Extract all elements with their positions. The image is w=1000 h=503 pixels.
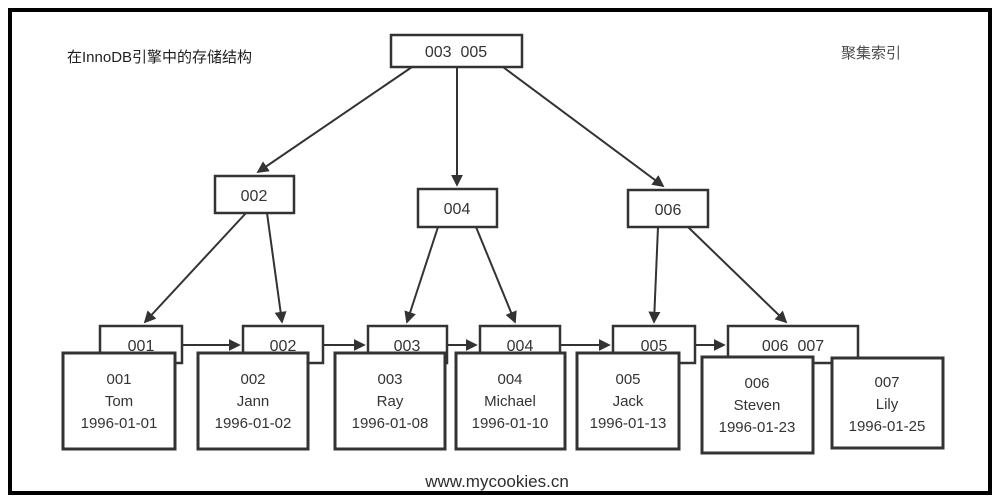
record-name: Ray — [377, 393, 404, 410]
record-date: 1996-01-10 — [472, 415, 549, 432]
internal-node-box — [416, 187, 499, 229]
edge-root-to-006 — [502, 66, 665, 188]
edge-root-to-002 — [256, 66, 413, 174]
record-002: 002 Jann 1996-01-02 — [196, 351, 310, 451]
record-id: 005 — [615, 371, 640, 388]
record-id: 001 — [106, 371, 131, 388]
record-id: 007 — [874, 374, 899, 391]
leaf-node-label: 004 — [507, 338, 534, 355]
record-id: 002 — [240, 371, 265, 388]
edge-006-to-leaf-006-007 — [687, 226, 788, 324]
record-id: 006 — [744, 375, 769, 392]
record-name: Tom — [105, 393, 133, 410]
internal-node-box — [213, 174, 296, 215]
outer-frame — [8, 8, 992, 495]
record-004: 004 Michael 1996-01-10 — [454, 351, 567, 451]
record-date: 1996-01-23 — [719, 419, 796, 436]
edge-002-to-leaf-001 — [143, 212, 247, 324]
record-name: Steven — [734, 397, 781, 414]
record-box — [333, 351, 447, 451]
internal-node-label: 006 — [655, 202, 682, 219]
internal-node-label: 004 — [444, 201, 471, 218]
record-date: 1996-01-01 — [81, 415, 158, 432]
record-box — [454, 351, 567, 451]
edge-004-to-leaf-003 — [404, 226, 439, 324]
edge-002-to-leaf-002 — [266, 212, 287, 324]
record-date: 1996-01-08 — [352, 415, 429, 432]
record-001: 001 Tom 1996-01-01 — [61, 351, 177, 451]
record-name: Jann — [237, 393, 270, 410]
record-date: 1996-01-13 — [590, 415, 667, 432]
record-name: Jack — [613, 393, 644, 410]
internal-node-004: 004 — [416, 187, 499, 229]
internal-node-002: 002 — [213, 174, 296, 215]
edge-004-to-leaf-004 — [475, 226, 517, 324]
record-box — [61, 351, 177, 451]
leaf-node-label: 002 — [270, 338, 297, 355]
record-003: 003 Ray 1996-01-08 — [333, 351, 447, 451]
record-date: 1996-01-25 — [849, 418, 926, 435]
root-node-label: 003 005 — [425, 44, 487, 61]
record-date: 1996-01-02 — [215, 415, 292, 432]
watermark: www.mycookies.cn — [424, 472, 569, 491]
internal-node-label: 002 — [241, 188, 268, 205]
leaf-node-label: 006 007 — [762, 338, 824, 355]
record-name: Lily — [876, 396, 899, 413]
record-006: 006 Steven 1996-01-23 — [700, 355, 815, 455]
record-box — [196, 351, 310, 451]
edge-006-to-leaf-005 — [648, 226, 661, 324]
record-box — [830, 356, 945, 450]
internal-node-006: 006 — [626, 188, 710, 229]
diagram-title: 在InnoDB引擎中的存储结构 — [67, 49, 252, 66]
record-box — [700, 355, 815, 455]
leaf-node-label: 005 — [641, 338, 668, 355]
leaf-node-label: 003 — [394, 338, 421, 355]
record-id: 004 — [497, 371, 522, 388]
leaf-node-label: 001 — [128, 338, 155, 355]
record-name: Michael — [484, 393, 536, 410]
record-005: 005 Jack 1996-01-13 — [575, 351, 681, 451]
index-type-label: 聚集索引 — [841, 45, 901, 62]
record-id: 003 — [377, 371, 402, 388]
root-node: 003 005 — [389, 33, 524, 69]
internal-node-box — [626, 188, 710, 229]
record-box — [575, 351, 681, 451]
record-007: 007 Lily 1996-01-25 — [830, 356, 945, 450]
